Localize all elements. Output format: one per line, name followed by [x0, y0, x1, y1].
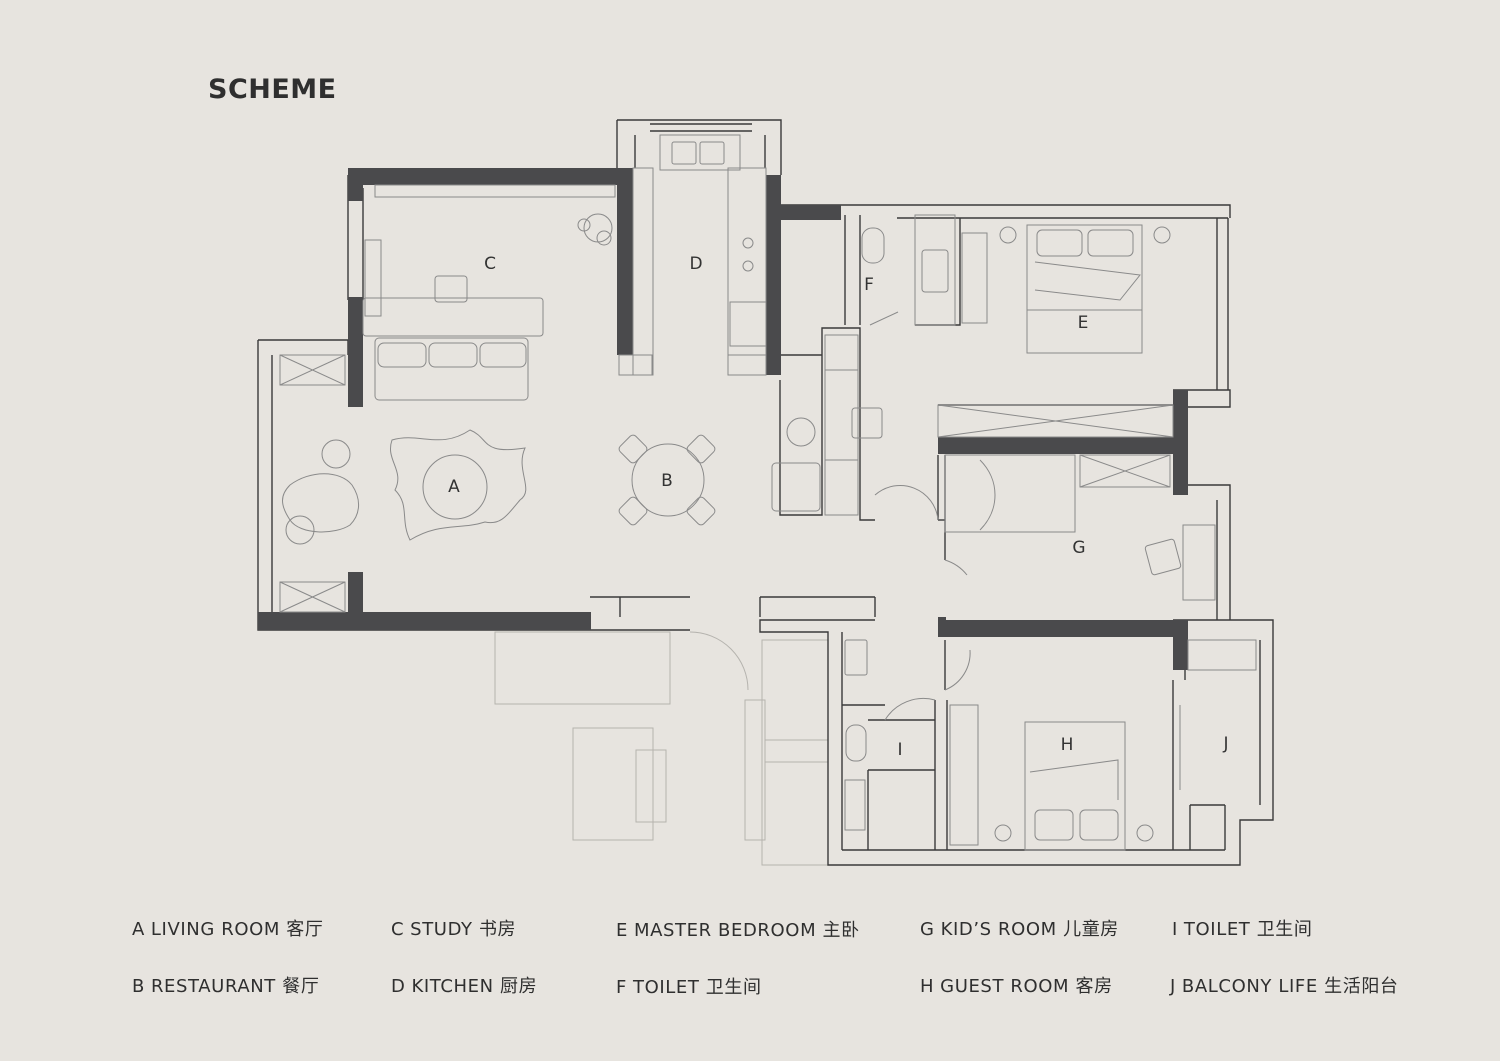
neighbor-unit-outline [494, 631, 829, 866]
room-labels: A B C D E F G H I J [448, 254, 1228, 760]
structural-walls [258, 168, 1188, 670]
legend-name: TOILET 卫生间 [1183, 919, 1313, 940]
room-label-d: D [689, 254, 702, 274]
legend-code: E [616, 920, 628, 941]
room-label-j: J [1222, 734, 1228, 754]
room-label-b: B [661, 471, 673, 491]
legend-name: STUDY 书房 [410, 919, 517, 940]
legend-code: H [920, 976, 935, 997]
legend-code: C [391, 919, 405, 940]
legend-name: TOILET 卫生间 [632, 977, 762, 998]
legend-code: J [1170, 976, 1176, 997]
legend-name: GUEST ROOM 客房 [940, 976, 1113, 997]
legend-code: D [391, 976, 406, 997]
legend-code: G [920, 919, 935, 940]
legend-code: B [132, 976, 145, 997]
legend-name: BALCONY LIFE 生活阳台 [1181, 976, 1399, 997]
room-label-f: F [864, 275, 874, 295]
furniture [279, 134, 1257, 851]
room-label-i: I [897, 740, 902, 760]
legend-name: MASTER BEDROOM 主卧 [633, 920, 860, 941]
room-label-a: A [448, 477, 460, 497]
legend-code: A [132, 919, 145, 940]
legend-name: LIVING ROOM 客厅 [150, 919, 324, 940]
room-label-e: E [1078, 313, 1089, 333]
legend-code: F [616, 977, 627, 998]
legend-code: I [1172, 919, 1178, 940]
page-title: SCHEME [208, 74, 337, 105]
room-label-h: H [1061, 735, 1074, 755]
room-label-c: C [484, 254, 496, 274]
legend-name: KITCHEN 厨房 [411, 976, 538, 997]
floor-plan: A B C D E F G H I J [257, 119, 1274, 866]
legend-name: KID’S ROOM 儿童房 [940, 919, 1119, 940]
legend-name: RESTAURANT 餐厅 [150, 976, 320, 997]
room-label-g: G [1072, 538, 1085, 558]
